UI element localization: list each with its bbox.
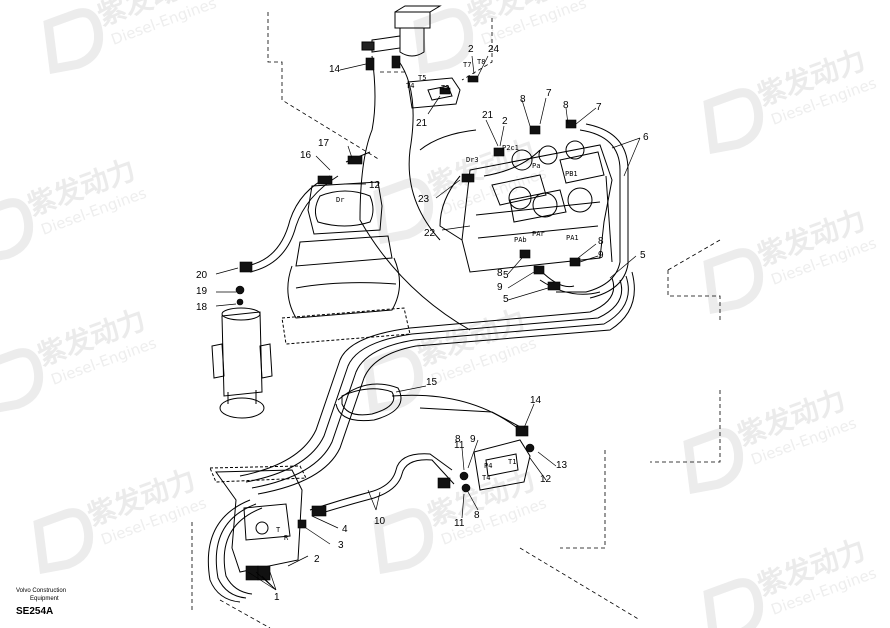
callout-label: 5 <box>640 250 646 261</box>
callout-label: 4 <box>342 524 348 535</box>
port-label: T7 <box>463 61 471 69</box>
hose-routing <box>207 55 635 603</box>
callout-label: 22 <box>424 228 436 239</box>
port-label: T5 <box>418 74 426 82</box>
pilot-filter-assembly <box>361 5 442 57</box>
callout-label: 18 <box>196 302 208 313</box>
callout-label: 21 <box>482 110 494 121</box>
callout-label: 14 <box>530 395 542 406</box>
watermark-logo-icon <box>703 248 764 315</box>
leader-lines <box>215 55 641 591</box>
callout-label: 17 <box>318 138 330 149</box>
callout-label: 6 <box>643 132 649 143</box>
callout-label: 24 <box>488 44 500 55</box>
callout-label: 8 <box>598 236 604 247</box>
callout-label: 1 <box>274 592 280 603</box>
callout-label: 9 <box>470 434 476 445</box>
callout-label: 14 <box>329 64 341 75</box>
callout-label: 2 <box>468 44 474 55</box>
callout-label: 20 <box>196 270 208 281</box>
figure-code: SE254A <box>16 606 54 617</box>
callout-label: 11 <box>454 518 465 529</box>
watermark-logo-icon <box>373 508 434 575</box>
port-label: Dr3 <box>466 156 479 164</box>
brand-line-2: Equipment <box>30 596 59 602</box>
callout-label: 7 <box>596 102 602 113</box>
callout-label: 16 <box>300 150 312 161</box>
port-label: PB1 <box>565 170 578 178</box>
callout-label: 5 <box>503 294 509 305</box>
port-label: P4 <box>484 462 492 470</box>
callout-label: 8 <box>520 94 526 105</box>
main-control-valve <box>461 140 613 273</box>
fittings <box>235 55 581 581</box>
port-label: R <box>284 534 289 542</box>
callout-label: 9 <box>598 250 604 261</box>
port-label: T4 <box>482 474 490 482</box>
callout-label: 21 <box>416 118 428 129</box>
port-label: PAr <box>532 230 545 238</box>
callout-label: 2 <box>314 554 320 565</box>
lower-valve-block <box>473 439 531 491</box>
port-label: P2c1 <box>502 144 519 152</box>
port-label: T8 <box>477 58 485 66</box>
callout-label: 8 <box>563 100 569 111</box>
swing-motor <box>281 181 411 345</box>
small-valve-block <box>407 77 461 109</box>
callout-labels: 1234555677888888999101111121213141415161… <box>196 44 649 603</box>
watermark-logo-icon <box>703 88 764 155</box>
port-label: PAb <box>514 236 527 244</box>
watermark-logo-icon <box>413 8 474 75</box>
watermark-logo-icon <box>0 348 44 415</box>
callout-label: 3 <box>338 540 344 551</box>
callout-label: 12 <box>540 474 552 485</box>
callout-label: 5 <box>503 270 509 281</box>
callout-label: 8 <box>455 434 461 445</box>
watermark-logo-icon <box>363 348 424 415</box>
callout-label: 13 <box>556 460 568 471</box>
port-label: T1 <box>508 458 516 466</box>
callout-label: 12 <box>369 180 381 191</box>
port-label: T4 <box>406 82 414 90</box>
port-label: T <box>276 526 281 534</box>
callout-label: 19 <box>196 286 208 297</box>
watermark-logo-icon <box>703 578 764 628</box>
watermark-logo-icon <box>33 508 94 575</box>
brand-line-1: Volvo Construction <box>16 588 67 594</box>
port-label: PA1 <box>566 234 579 242</box>
callout-label: 9 <box>497 282 503 293</box>
watermark-logo-icon <box>683 428 744 495</box>
center-joint <box>211 307 273 419</box>
callout-label: 23 <box>418 194 430 205</box>
callout-label: 7 <box>546 88 552 99</box>
callout-label: 8 <box>474 510 480 521</box>
callout-label: 15 <box>426 377 438 388</box>
watermark-logo-icon <box>373 178 434 245</box>
callout-label: 10 <box>374 516 386 527</box>
port-label: Dr <box>336 196 344 204</box>
callout-label: 11 <box>454 440 465 451</box>
watermark-logo-icon <box>43 8 104 75</box>
dashed-frame-lines <box>191 12 721 628</box>
callout-label: 8 <box>497 268 503 279</box>
watermark-logo-icon <box>0 198 34 265</box>
port-label: T3 <box>441 84 449 92</box>
port-label: Pa <box>532 162 540 170</box>
callout-label: 2 <box>502 116 508 127</box>
